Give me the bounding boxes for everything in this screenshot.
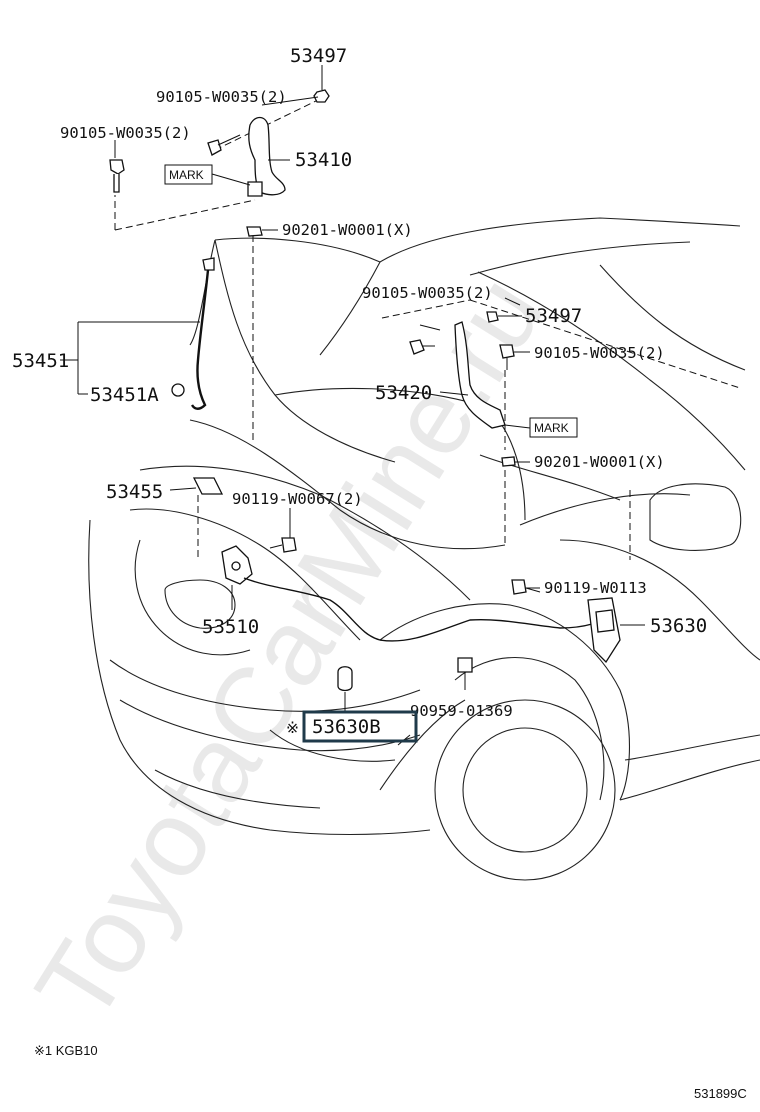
mark-label-right: MARK — [534, 421, 569, 435]
label-53451A[interactable]: 53451A — [90, 384, 159, 406]
label-90959[interactable]: 90959-01369 — [410, 702, 513, 720]
mark-box-left: MARK — [164, 164, 213, 185]
label-53630B[interactable]: 53630B — [312, 716, 381, 738]
label-90201-top[interactable]: 90201-W0001(X) — [282, 221, 413, 239]
part-53630B-grommet[interactable] — [337, 666, 353, 692]
part-53455-hood-lock-striker[interactable] — [192, 477, 224, 495]
note-mark: ※ — [286, 719, 299, 737]
label-90201-right[interactable]: 90201-W0001(X) — [534, 453, 665, 471]
part-90105-top-bolt-b[interactable] — [109, 159, 125, 193]
label-53630[interactable]: 53630 — [650, 615, 707, 637]
part-90959-cable-clamp[interactable] — [457, 657, 473, 673]
part-90201-washer-top[interactable] — [246, 226, 263, 237]
label-90105-top-a[interactable]: 90105-W0035(2) — [156, 88, 287, 106]
label-53497-top[interactable]: 53497 — [290, 45, 347, 67]
part-53497-right-nut[interactable] — [486, 311, 499, 323]
label-90119-w0113[interactable]: 90119-W0113 — [544, 579, 647, 597]
part-53630-hood-release-lever[interactable] — [587, 597, 621, 664]
release-cable — [243, 577, 593, 642]
label-90105-right-a[interactable]: 90105-W0035(2) — [362, 284, 493, 302]
label-90119-w0067[interactable]: 90119-W0067(2) — [232, 490, 363, 508]
part-90105-right-bolt-b[interactable] — [499, 344, 515, 370]
label-53451[interactable]: 53451 — [12, 350, 69, 372]
part-53510-hood-lock[interactable] — [221, 545, 253, 585]
leader-lines — [60, 65, 645, 746]
car-body-outline — [88, 217, 760, 881]
footnote-text: ※1 KGB10 — [34, 1043, 98, 1058]
part-53410-hood-hinge-left[interactable] — [247, 116, 286, 197]
highlight-53630B[interactable]: ※ 53630B — [286, 710, 418, 743]
part-90201-washer-right[interactable] — [501, 456, 516, 467]
part-53497-top-nut[interactable] — [313, 89, 330, 103]
part-90119-w0113-bolt[interactable] — [511, 579, 541, 595]
part-90105-right-bolt-a[interactable] — [409, 339, 435, 355]
label-90105-top-b[interactable]: 90105-W0035(2) — [60, 124, 191, 142]
label-53455[interactable]: 53455 — [106, 481, 163, 503]
mark-box-right: MARK — [529, 417, 578, 438]
label-53497-right[interactable]: 53497 — [525, 305, 582, 327]
part-90105-top-bolt-a[interactable] — [207, 134, 241, 156]
label-53420[interactable]: 53420 — [375, 382, 432, 404]
mark-label-left: MARK — [169, 168, 204, 182]
label-90105-right-b[interactable]: 90105-W0035(2) — [534, 344, 665, 362]
dashed-assembly-lines — [114, 99, 741, 560]
part-53451-hood-support-rod[interactable] — [190, 257, 215, 410]
label-53410[interactable]: 53410 — [295, 149, 352, 171]
figure-code: 531899C — [694, 1086, 747, 1101]
label-53510[interactable]: 53510 — [202, 616, 259, 638]
part-53451A-support-clip[interactable] — [171, 383, 185, 397]
